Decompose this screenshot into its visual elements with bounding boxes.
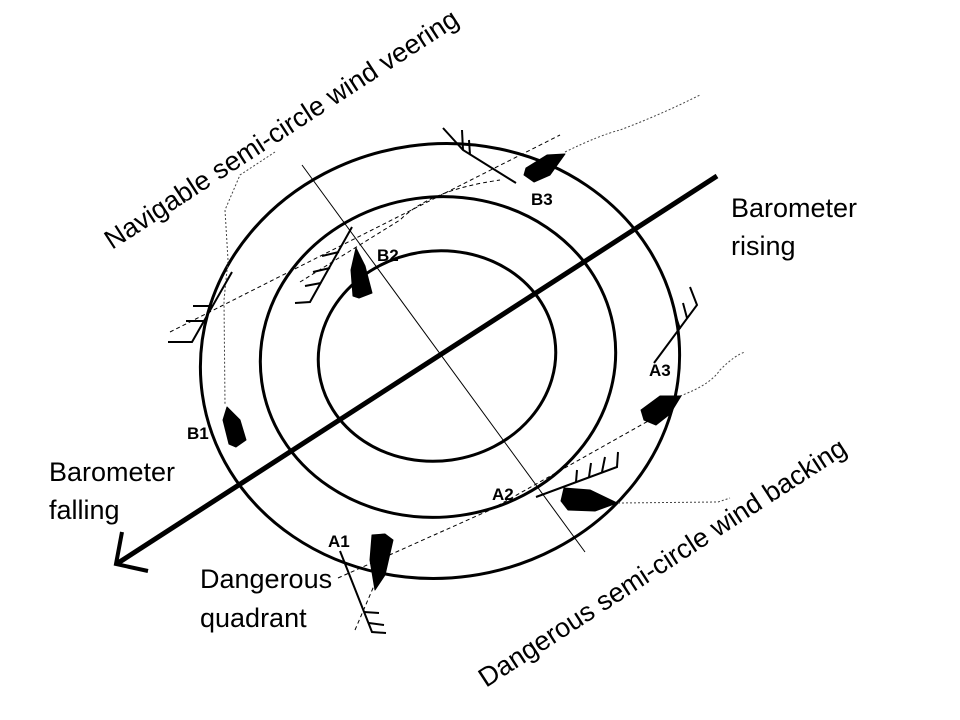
vessel-label-a2: A2: [492, 485, 514, 504]
vessel-label-b1: B1: [187, 424, 209, 443]
course-line-b: [169, 134, 561, 333]
wind-barb-a1: [339, 550, 387, 634]
vessel-b1-icon: [222, 406, 247, 448]
vessel-a3-icon: [640, 395, 682, 426]
wind-barb-b3: [442, 127, 517, 184]
vessel-label-a1: A1: [328, 532, 350, 551]
barometer-rising-label-line2: rising: [731, 231, 796, 261]
track-a3: [679, 351, 746, 397]
track-b3: [564, 94, 701, 153]
arrow-head-icon: [113, 531, 149, 573]
vessel-b3-icon: [523, 153, 566, 183]
ring-middle: [258, 195, 618, 519]
course-line-a: [337, 419, 651, 579]
vessel-label-a3: A3: [649, 361, 671, 380]
track-b1: [223, 151, 276, 406]
barometer-axis: [116, 173, 719, 566]
vessel-b2-icon: [350, 247, 373, 299]
storm-rings: [198, 142, 682, 580]
course-lines: [169, 134, 651, 631]
track-a2: [617, 497, 731, 504]
vessels: [222, 153, 682, 591]
vessel-label-b2: B2: [377, 246, 399, 265]
dangerous-quadrant-label-line2: quadrant: [200, 603, 307, 633]
barometer-rising-label-line1: Barometer: [731, 193, 857, 223]
ring-inner: [316, 249, 558, 463]
vessel-tracks: [223, 94, 746, 504]
wind-barb-a2: [535, 451, 619, 498]
vessel-label-b3: B3: [531, 190, 553, 209]
wind-barb-b2: [294, 226, 353, 304]
ring-outer: [198, 142, 682, 580]
barometer-falling-label-line2: falling: [49, 495, 120, 525]
course-line-b2: [299, 179, 501, 283]
wind-barb-b1: [168, 271, 233, 343]
navigable-semicircle-label: Navigable semi-circle wind veering: [99, 3, 464, 255]
vessel-a1-icon: [369, 533, 394, 591]
dangerous-quadrant-label-line1: Dangerous: [200, 564, 332, 594]
barometer-falling-label-line1: Barometer: [49, 457, 175, 487]
storm-track-line: [301, 164, 586, 553]
wind-barb-a3: [653, 286, 699, 364]
dangerous-semicircle-label: Dangerous semi-circle wind backing: [473, 432, 852, 693]
vessel-a2-icon: [560, 487, 618, 512]
wind-barbs: [168, 127, 699, 634]
